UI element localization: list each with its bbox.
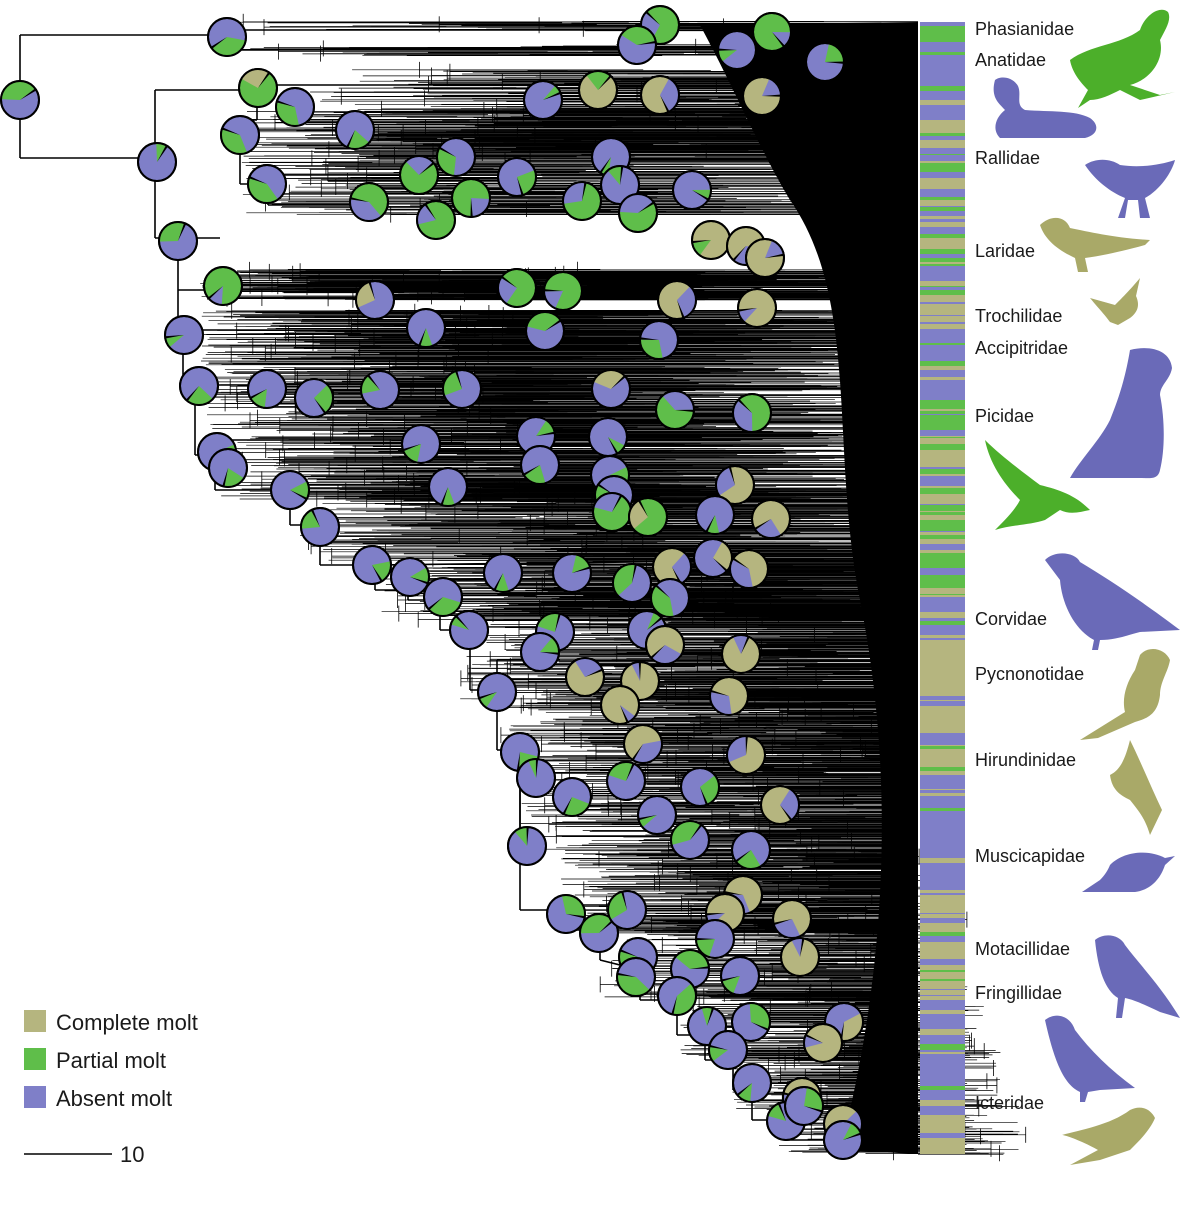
molt-phylogeny-figure: PhasianidaeAnatidaeRallidaeLaridaeTrochi…: [0, 5, 1180, 1167]
